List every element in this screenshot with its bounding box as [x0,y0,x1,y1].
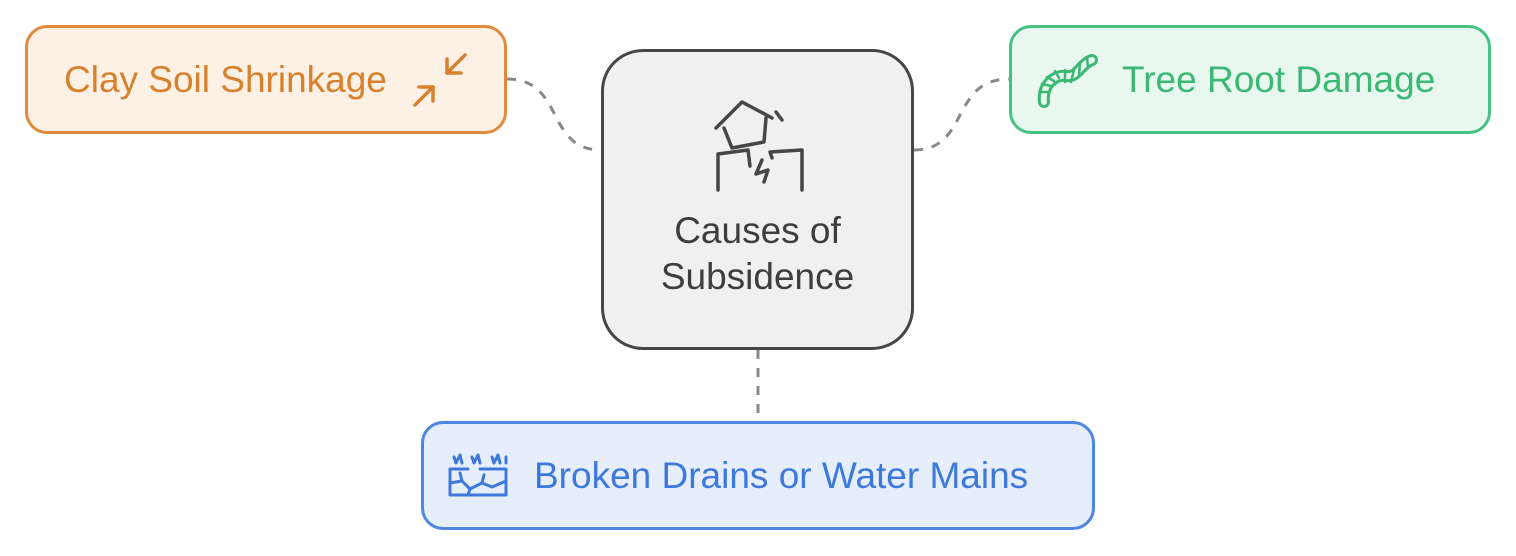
connector-clay [506,77,602,152]
root-icon [1037,53,1098,108]
cause-label: Clay Soil Shrinkage [64,58,387,100]
cause-node-clay-soil-shrinkage: Clay Soil Shrinkage [25,25,507,134]
broken-pipe-ground-icon [448,453,508,496]
central-topic-node: Causes of Subsidence [601,49,914,350]
central-topic-label: Causes of Subsidence [660,210,855,297]
cracked-house-icon [713,100,804,192]
cause-node-tree-root-damage: Tree Root Damage [1009,25,1491,134]
cause-node-broken-drains: Broken Drains or Water Mains [421,421,1095,530]
cause-label: Broken Drains or Water Mains [534,454,1029,496]
connector-tree [913,77,1010,152]
shrink-arrows-icon [413,52,467,107]
cause-label: Tree Root Damage [1122,58,1436,100]
